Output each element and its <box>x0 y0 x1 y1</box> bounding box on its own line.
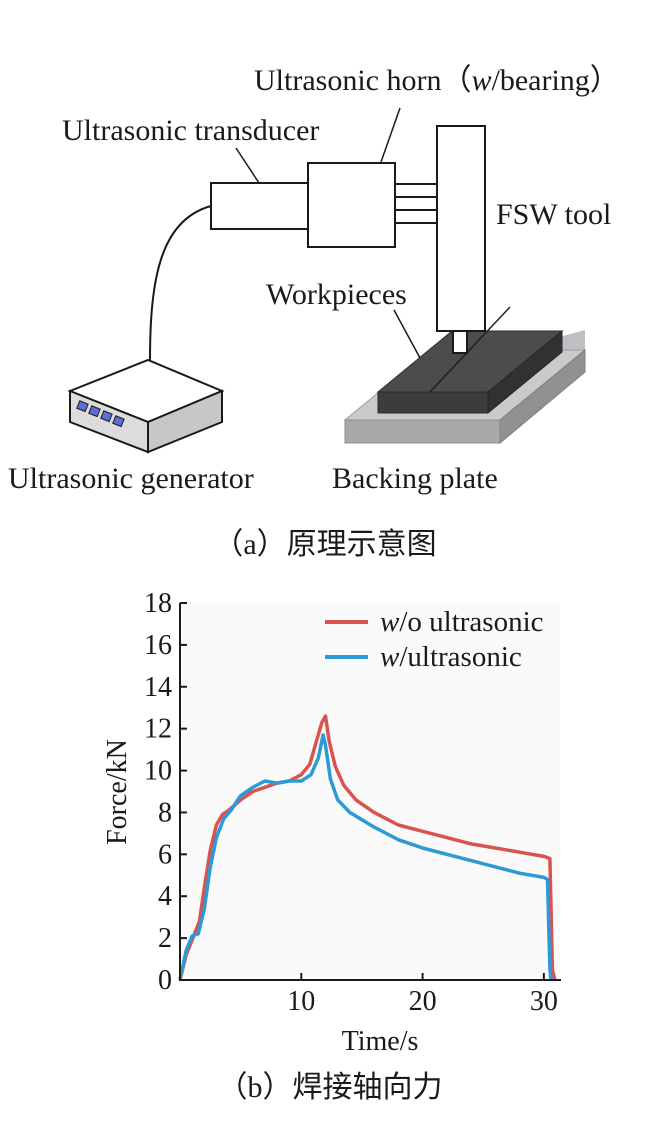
label-ultrasonic-horn: Ultrasonic horn（w/bearing） <box>254 64 620 97</box>
y-tick-label: 6 <box>158 839 172 870</box>
y-tick-label: 10 <box>144 756 172 787</box>
y-tick-label: 16 <box>144 630 172 661</box>
y-tick-label: 4 <box>158 881 172 912</box>
caption-a: （a）原理示意图 <box>213 528 436 561</box>
series-line-with-ultrasonic <box>178 733 553 981</box>
y-tick-label: 8 <box>158 797 172 828</box>
schematic-diagram: Ultrasonic horn（w/bearing） Ultrasonic tr… <box>8 64 620 561</box>
legend-label-with-ultrasonic: w/ultrasonic <box>380 641 522 673</box>
bearing-connector <box>394 183 438 224</box>
force-chart: 0 2 4 6 8 10 12 14 16 18 10 20 30 Time/s Force/kN w/… <box>102 588 561 1104</box>
y-tick-label: 14 <box>144 672 172 703</box>
workpieces-block <box>376 306 564 415</box>
caption-b: （b）焊接轴向力 <box>218 1071 443 1104</box>
fsw-tool <box>436 125 486 354</box>
legend: w/o ultrasonic w/ultrasonic <box>325 606 544 673</box>
y-tick-label: 18 <box>144 588 172 619</box>
leader-line-workpieces <box>393 309 421 359</box>
y-tick-label: 12 <box>144 714 172 745</box>
label-backing-plate: Backing plate <box>332 462 498 495</box>
x-tick-label: 30 <box>530 986 558 1017</box>
label-fsw-tool: FSW tool <box>496 198 611 231</box>
leader-line-horn <box>380 107 401 163</box>
ultrasonic-horn <box>307 162 396 248</box>
x-tick-label: 20 <box>409 986 437 1017</box>
plot-area <box>180 603 560 980</box>
ultrasonic-generator <box>67 358 225 454</box>
ultrasonic-transducer <box>210 182 309 230</box>
series-layer <box>178 714 557 981</box>
legend-label-without-ultrasonic: w/o ultrasonic <box>380 606 544 638</box>
series-line-without-ultrasonic <box>178 714 557 981</box>
label-workpieces: Workpieces <box>266 278 407 311</box>
label-ultrasonic-generator: Ultrasonic generator <box>8 462 254 495</box>
weld-seam-line <box>429 306 511 393</box>
label-ultrasonic-transducer: Ultrasonic transducer <box>62 114 319 147</box>
x-axis-label: Time/s <box>342 1026 419 1057</box>
y-axis-label: Force/kN <box>102 739 133 845</box>
cable <box>149 205 212 361</box>
leader-line-transducer <box>235 147 260 184</box>
x-tick-label: 10 <box>287 986 315 1017</box>
y-tick-label: 2 <box>158 923 172 954</box>
y-tick-label: 0 <box>158 965 172 996</box>
tick-layer: 0 2 4 6 8 10 12 14 16 18 10 20 30 <box>144 588 558 1017</box>
